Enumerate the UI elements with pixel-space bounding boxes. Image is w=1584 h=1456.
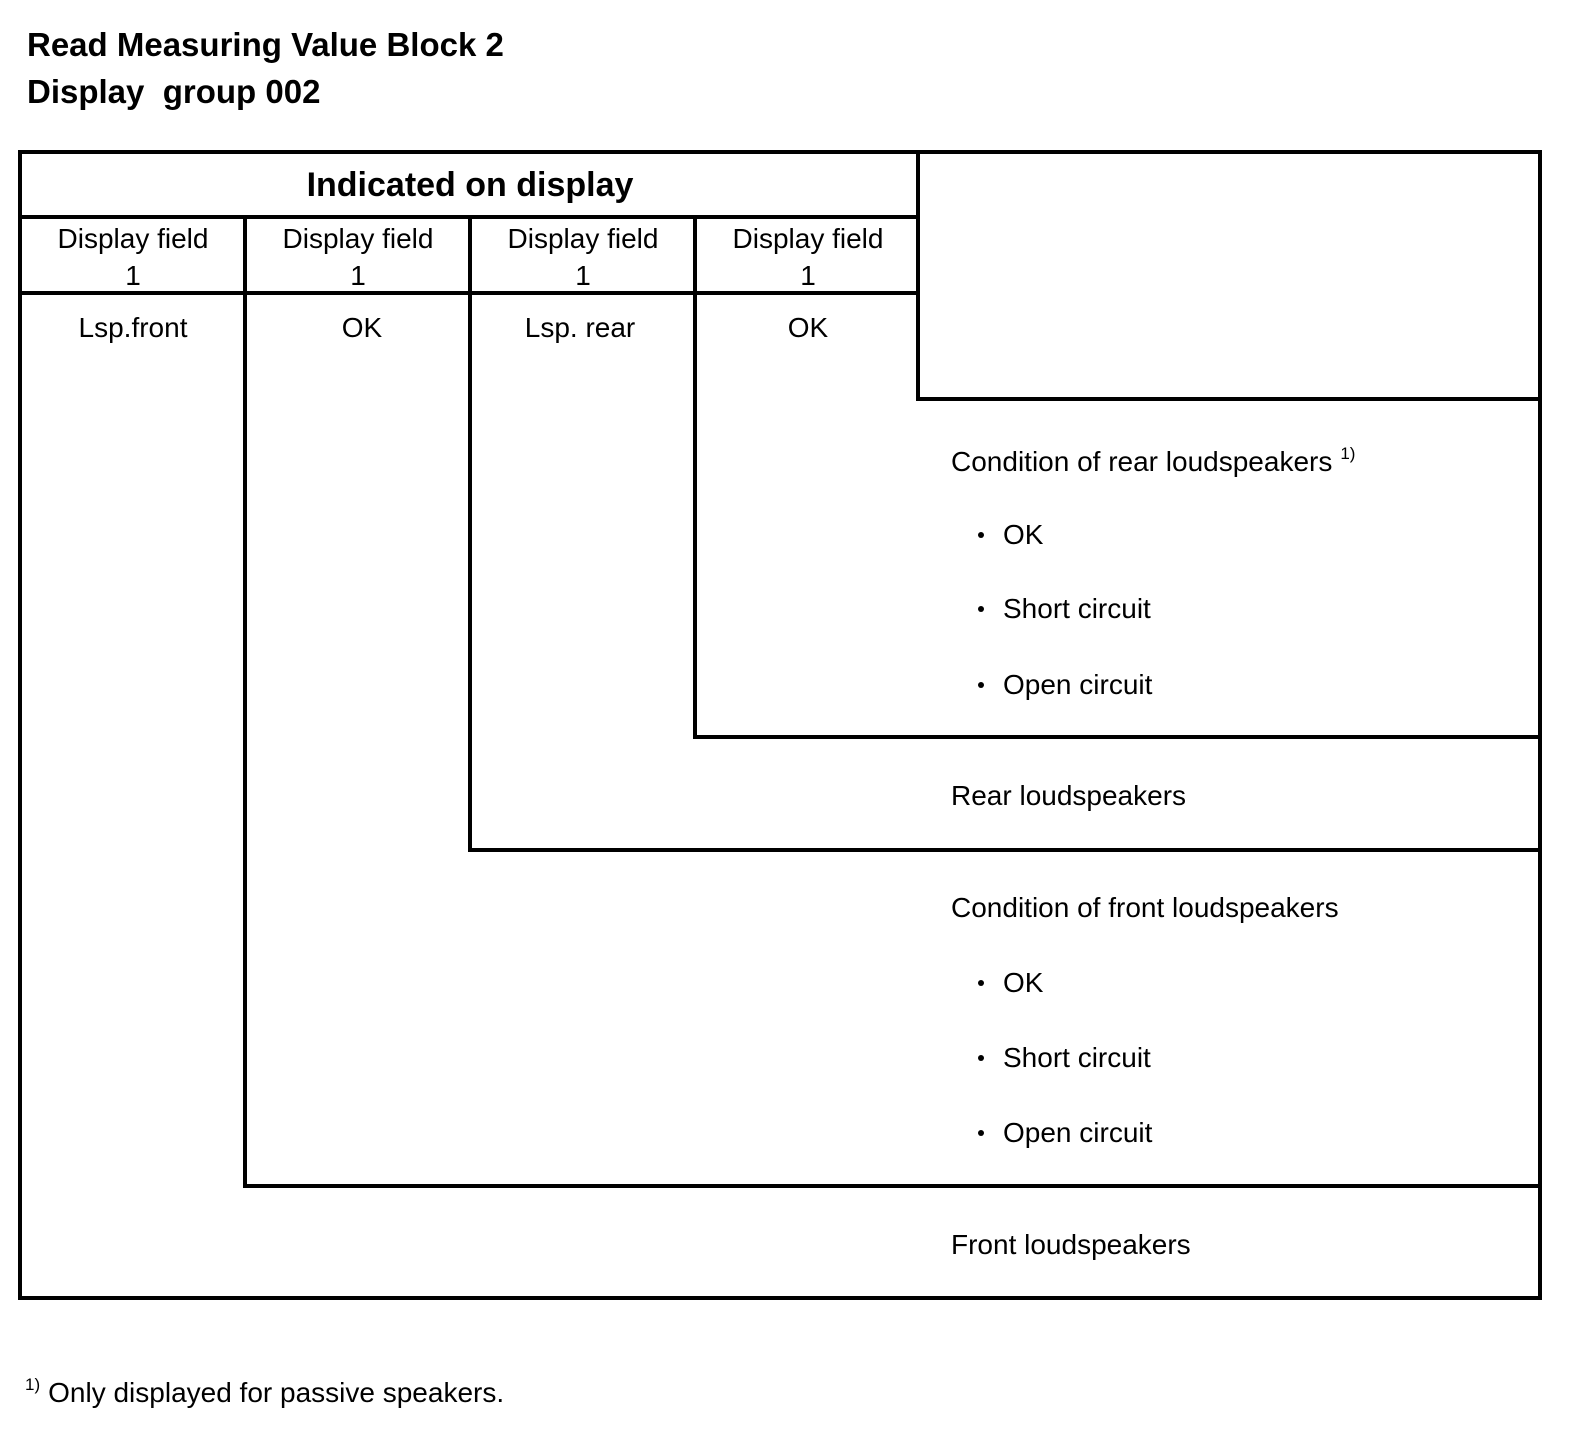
bullet-icon [978, 980, 984, 986]
column-label-2: Display field [283, 223, 434, 254]
bullet-icon [978, 682, 984, 688]
connector-rear-loudspeakers [468, 215, 1542, 852]
front-condition-item: Open circuit [1003, 1117, 1153, 1148]
diagram-title: Read Measuring Value Block 2 [27, 26, 504, 63]
footnote-text: Only displayed for passive speakers. [48, 1377, 505, 1408]
connector-rear-condition [693, 215, 1542, 739]
column-value-1: Lsp.front [79, 312, 188, 343]
column-value-2: OK [342, 312, 383, 343]
bullet-icon [978, 1130, 984, 1136]
rear-condition-footnote-mark: 1) [1340, 444, 1355, 463]
rear-condition-item: Short circuit [1003, 593, 1151, 624]
bullet-icon [978, 1055, 984, 1061]
front-condition-title: Condition of front loudspeakers [951, 892, 1339, 923]
column-number-1: 1 [125, 260, 141, 291]
column-number-3: 1 [575, 260, 591, 291]
column-label-3: Display field [508, 223, 659, 254]
table-header: Indicated on display [307, 166, 634, 204]
footnote: 1) Only displayed for passive speakers. [25, 1376, 504, 1407]
bullet-icon [978, 606, 984, 612]
column-label-4: Display field [733, 223, 884, 254]
column-label-1: Display field [58, 223, 209, 254]
footnote-mark: 1) [25, 1375, 41, 1394]
column-number-4: 1 [800, 260, 816, 291]
column-value-4: OK [788, 312, 829, 343]
connector-front-condition [243, 215, 1542, 1188]
front-condition-item: OK [1003, 967, 1044, 998]
column-number-2: 1 [350, 260, 366, 291]
rear-condition-item: OK [1003, 519, 1044, 550]
outer-frame [18, 150, 1542, 1300]
front-loudspeakers-label: Front loudspeakers [951, 1229, 1191, 1260]
diagram-subtitle: Display group 002 [27, 73, 321, 110]
bullet-icon [978, 532, 984, 538]
connector-table-step [916, 150, 1542, 401]
column-value-3: Lsp. rear [525, 312, 636, 343]
front-condition-item: Short circuit [1003, 1042, 1151, 1073]
rear-loudspeakers-label: Rear loudspeakers [951, 780, 1186, 811]
rear-condition-item: Open circuit [1003, 669, 1153, 700]
